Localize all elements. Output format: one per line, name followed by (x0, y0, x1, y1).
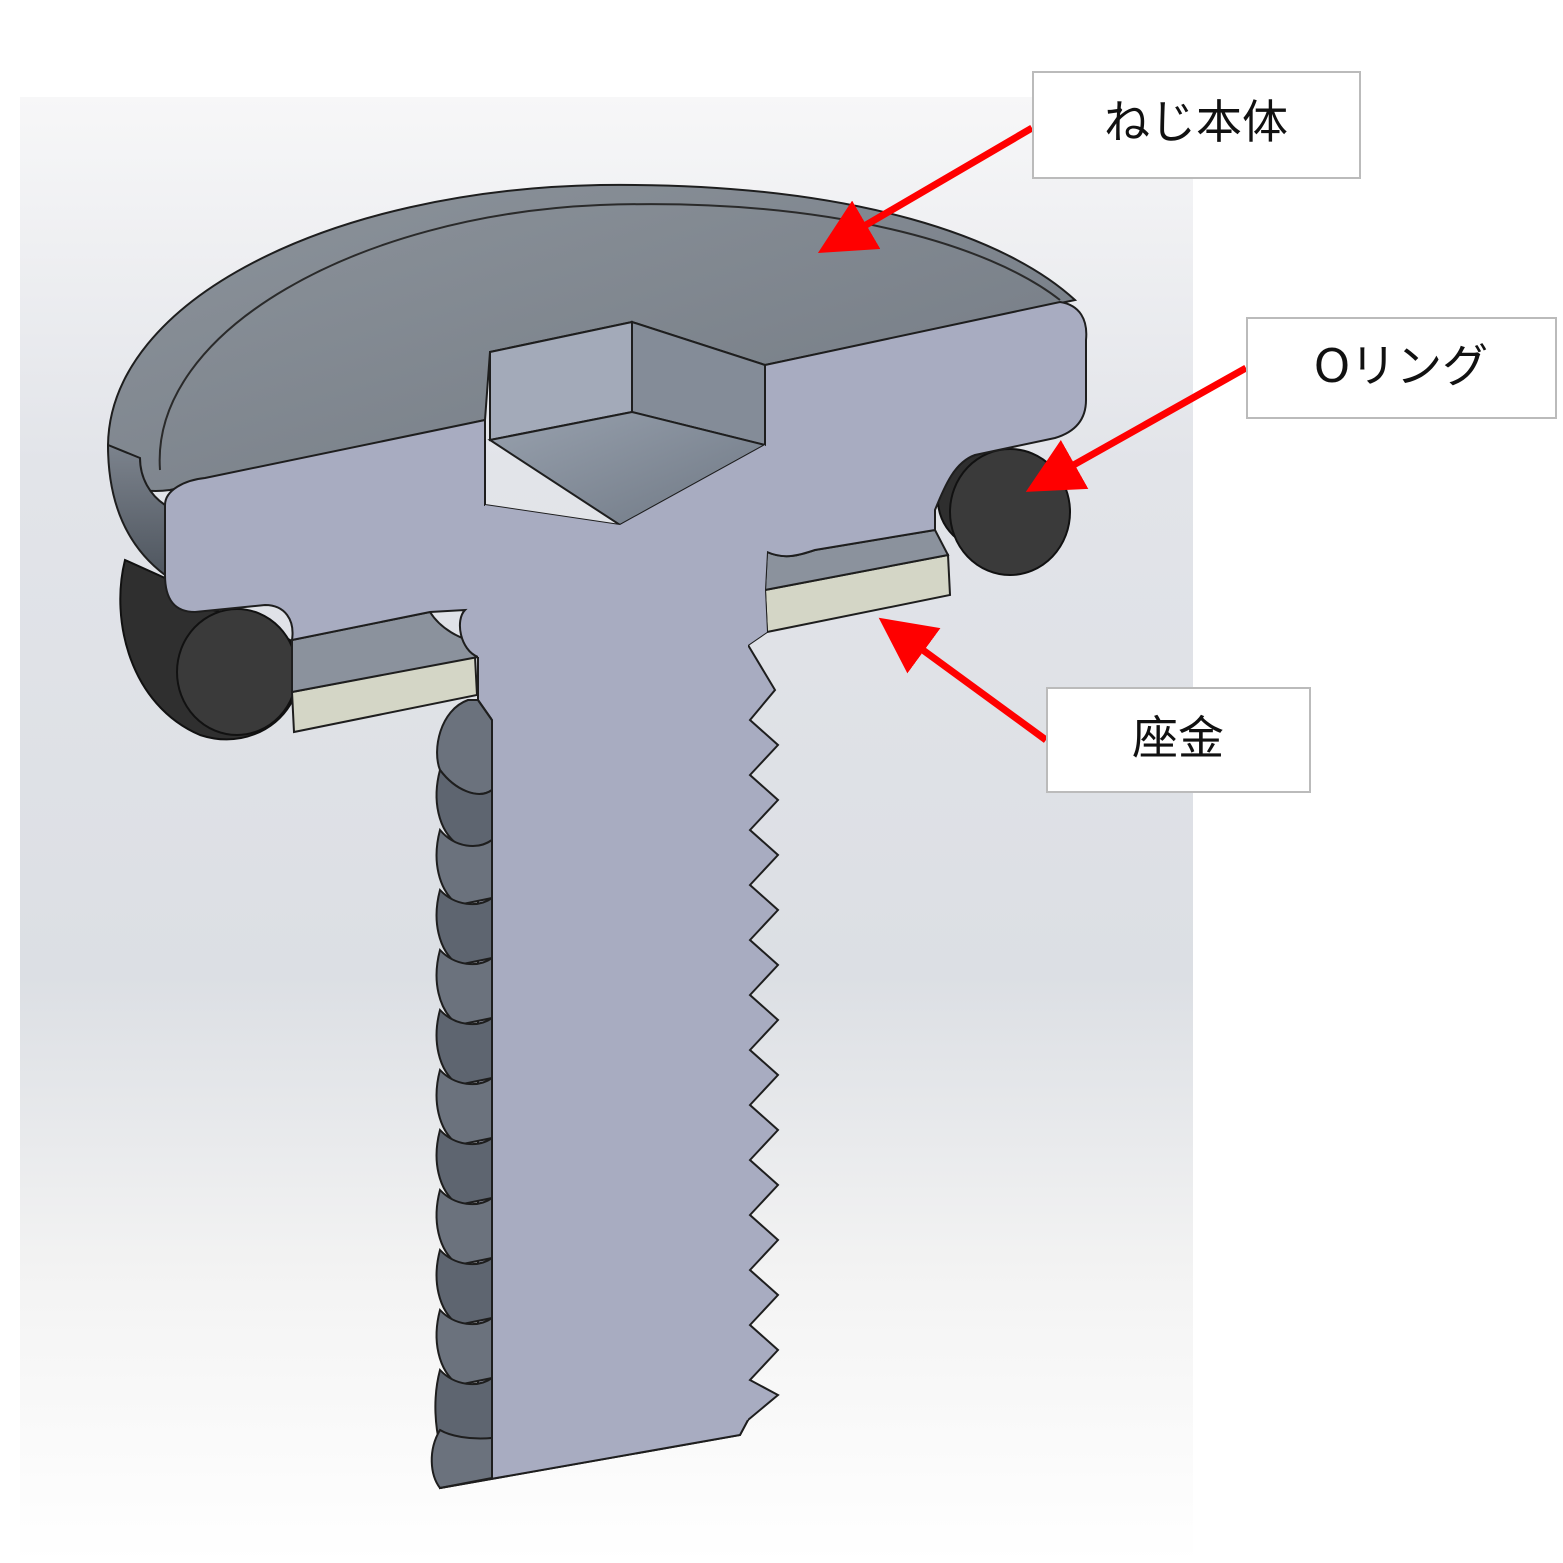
label-o-ring: Oリング (1314, 339, 1488, 393)
shank-left-edge (477, 657, 493, 1478)
label-screw-body: ねじ本体 (1104, 95, 1288, 149)
arrow-screw-body (817, 124, 1034, 254)
arrow-o-ring (1025, 364, 1248, 492)
shank-section-face (478, 445, 767, 1478)
screw-head-top-edge-line (158, 203, 1061, 471)
o-ring-right-section (949, 448, 1071, 576)
o-ring-left-section (176, 608, 298, 736)
screw-head-top-surface (106, 183, 1078, 492)
label-washer: 座金 (1132, 711, 1224, 765)
thread-helix-left (430, 699, 493, 1490)
shank-bottom-edge (439, 1419, 749, 1489)
screw-head-rim (106, 443, 166, 578)
thread-profile-right (747, 644, 780, 1421)
arrow-washer (878, 617, 1049, 743)
callout-screw-body: ねじ本体 (1032, 71, 1361, 179)
callout-o-ring: Oリング (1246, 317, 1557, 419)
callout-washer: 座金 (1046, 687, 1311, 793)
